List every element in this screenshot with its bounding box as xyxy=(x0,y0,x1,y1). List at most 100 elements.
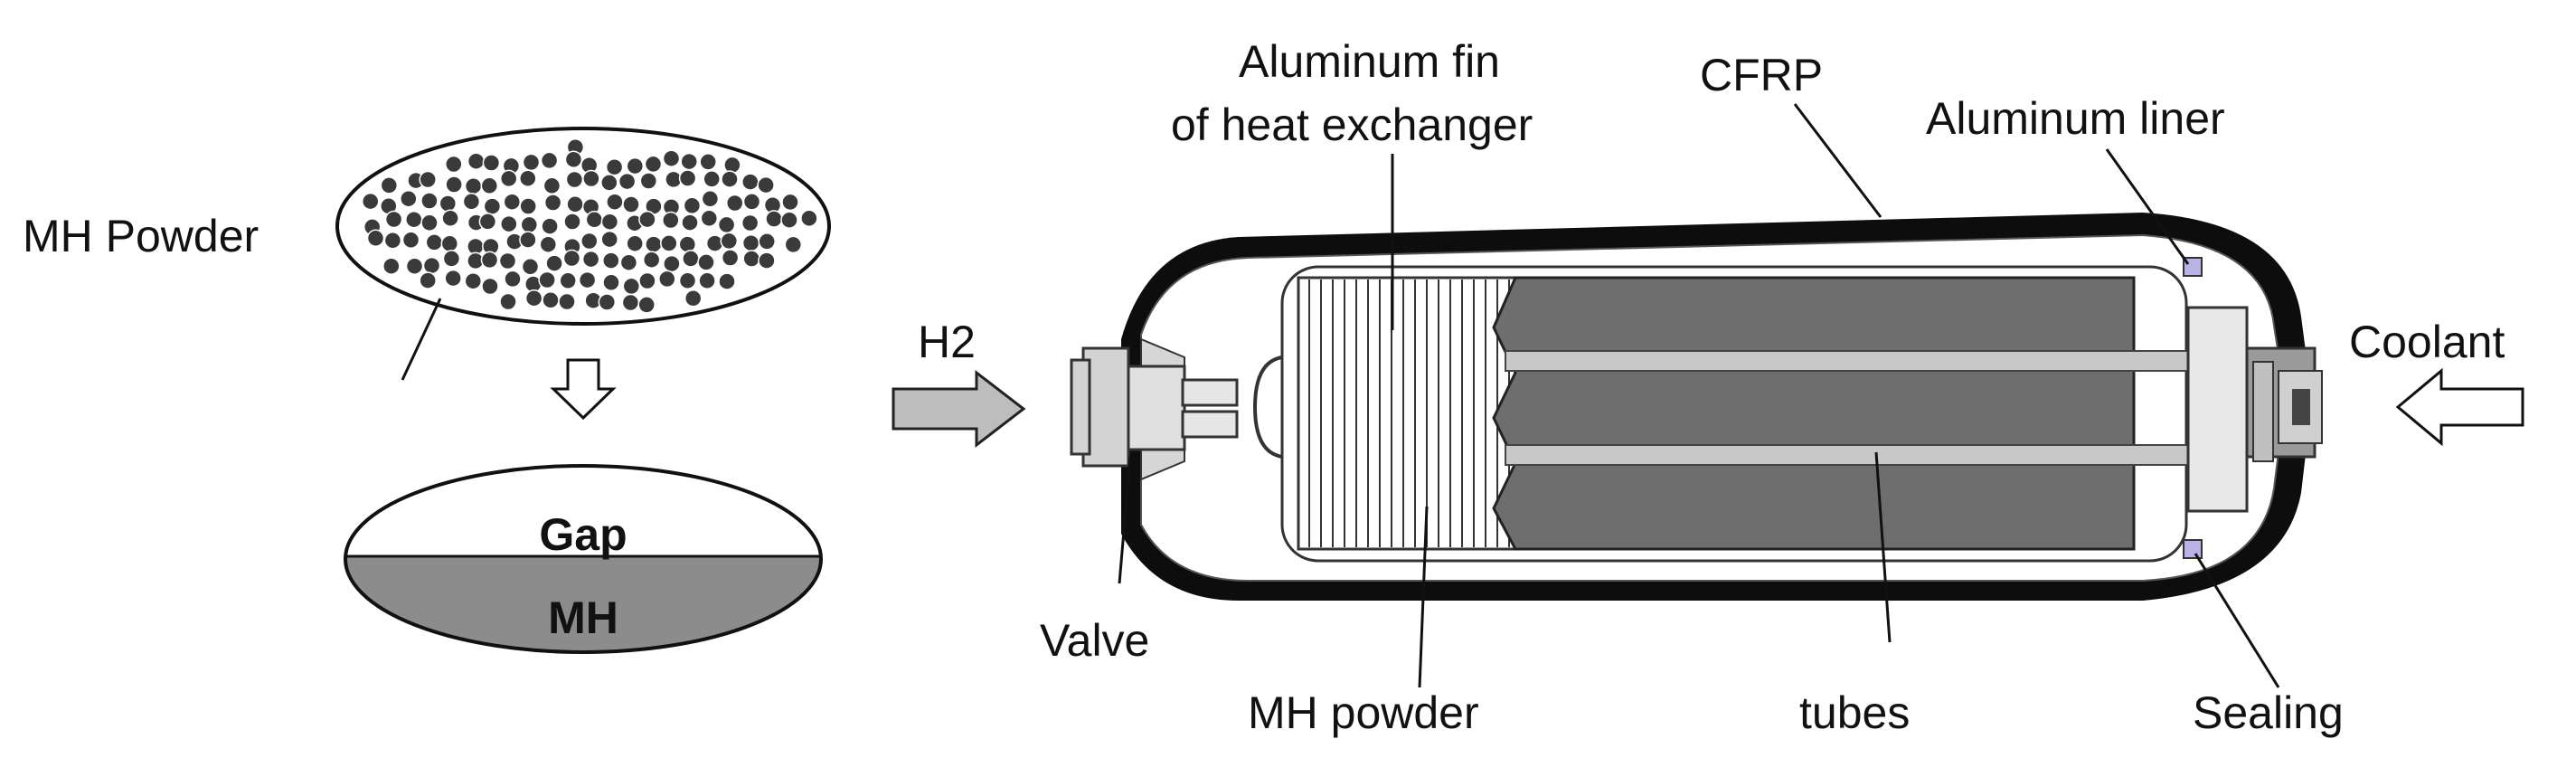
aluminum-liner-label: Aluminum liner xyxy=(1926,93,2225,144)
mh-powder-label: MH Powder xyxy=(23,211,259,261)
powder-particle xyxy=(658,270,676,289)
powder-particle xyxy=(721,249,740,267)
tank xyxy=(1070,213,2323,601)
coolant-label: Coolant xyxy=(2349,317,2505,367)
powder-particle xyxy=(682,250,700,268)
gap-label: Gap xyxy=(539,509,627,560)
seal-bottom xyxy=(2183,539,2203,559)
powder-particle xyxy=(742,193,761,211)
powder-particle xyxy=(578,270,597,289)
powder-particle xyxy=(422,256,441,275)
powder-particle xyxy=(504,270,522,289)
tube-lower xyxy=(1505,444,2203,466)
powder-particle xyxy=(444,269,462,288)
inner-vessel xyxy=(1280,265,2188,563)
powder-particle xyxy=(464,176,483,195)
powder-particle xyxy=(445,175,463,194)
powder-panel: MH Powder Gap MH xyxy=(23,127,831,654)
powder-particle xyxy=(566,195,584,213)
powder-particle xyxy=(638,210,656,229)
powder-particle xyxy=(725,194,744,213)
powder-particle xyxy=(522,153,541,172)
powder-particle xyxy=(361,192,380,211)
powder-particle xyxy=(498,251,517,270)
mh-powder-bottom-label: MH powder xyxy=(1248,687,1479,738)
powder-particle xyxy=(681,213,699,232)
powder-particle xyxy=(718,272,736,290)
powder-particle xyxy=(697,253,715,271)
powder-particle xyxy=(680,152,698,171)
powder-particle xyxy=(400,189,418,208)
valve-label: Valve xyxy=(1040,615,1149,666)
powder-particle xyxy=(602,251,620,270)
powder-particle xyxy=(483,197,502,215)
h2-arrow-icon xyxy=(892,369,1026,449)
powder-particle xyxy=(581,250,600,269)
sealing-leader xyxy=(2194,553,2280,688)
powder-particle xyxy=(519,197,537,215)
powder-particle xyxy=(582,169,600,188)
powder-particle xyxy=(482,154,501,172)
powder-particle xyxy=(741,233,760,252)
powder-particle xyxy=(780,211,798,229)
powder-particle xyxy=(698,271,716,290)
end-cap xyxy=(2186,306,2249,513)
powder-particle xyxy=(644,155,663,174)
powder-particle xyxy=(781,193,799,212)
powder-particle xyxy=(720,232,739,251)
powder-particle xyxy=(622,195,640,213)
powder-particle xyxy=(405,257,424,275)
powder-particle xyxy=(700,209,719,228)
powder-leader-line xyxy=(401,298,442,381)
powder-particle xyxy=(499,292,517,311)
powder-particle xyxy=(480,176,499,195)
powder-particle xyxy=(678,169,697,187)
powder-particle xyxy=(540,151,559,170)
powder-particle xyxy=(467,152,486,170)
powder-particle xyxy=(481,277,499,296)
powder-particle xyxy=(464,271,483,290)
powder-particle xyxy=(741,213,760,232)
gap-ellipse xyxy=(344,464,823,654)
powder-particle xyxy=(717,215,736,234)
powder-particle xyxy=(758,232,776,251)
powder-particle xyxy=(645,235,663,253)
powder-particle xyxy=(602,273,620,292)
powder-particle xyxy=(519,231,537,249)
powder-particle xyxy=(642,251,661,269)
powder-particle xyxy=(545,254,563,272)
powder-particle xyxy=(382,257,401,275)
powder-particle xyxy=(558,292,576,311)
tube-upper xyxy=(1505,350,2203,372)
powder-particle xyxy=(784,235,803,254)
powder-particle xyxy=(600,174,618,192)
powder-particle xyxy=(462,193,481,211)
tubes-leader xyxy=(1874,451,1892,643)
powder-particle xyxy=(539,235,558,253)
powder-particle xyxy=(626,234,644,252)
mh-powder-core xyxy=(1492,276,2136,551)
powder-particle xyxy=(541,217,559,235)
powder-particle xyxy=(420,213,439,232)
powder-particle xyxy=(401,231,420,250)
mh-powder-leader xyxy=(1418,506,1429,688)
powder-particle xyxy=(500,214,518,233)
powder-particle xyxy=(741,173,760,191)
powder-particle xyxy=(425,233,444,251)
powder-particle xyxy=(800,209,818,228)
powder-particle xyxy=(442,250,461,268)
powder-particle xyxy=(503,193,522,211)
powder-particle xyxy=(563,213,581,231)
powder-particle xyxy=(445,155,463,174)
powder-particle xyxy=(723,156,741,175)
aluminum-liner-leader xyxy=(2105,148,2190,265)
powder-particle xyxy=(742,250,760,268)
powder-particle xyxy=(626,156,645,175)
powder-particle xyxy=(366,229,385,248)
powder-particle xyxy=(419,271,437,289)
mh-label: MH xyxy=(548,592,618,643)
powder-particle xyxy=(580,232,599,251)
powder-particle xyxy=(480,251,499,270)
powder-particle xyxy=(542,291,560,309)
powder-particle xyxy=(662,149,681,167)
